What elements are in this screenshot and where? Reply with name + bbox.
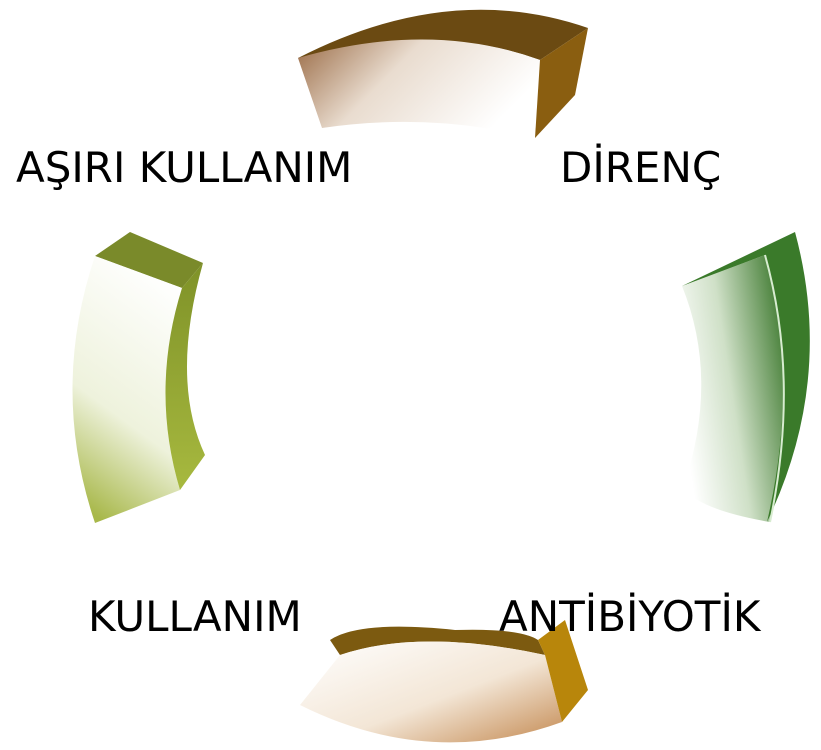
top-arc-front-face xyxy=(298,39,540,138)
bottom-arc-front-face xyxy=(300,642,562,743)
top-arc-segment xyxy=(298,10,588,138)
right-arc-front-face xyxy=(682,255,784,522)
label-asiri-kullanim: AŞIRI KULLANIM xyxy=(16,147,352,189)
right-arc-segment xyxy=(682,232,810,522)
label-antibiyotik: ANTİBİYOTİK xyxy=(499,596,760,638)
left-arc-segment xyxy=(73,232,206,523)
label-kullanim: KULLANIM xyxy=(88,596,302,638)
label-direnc: DİRENÇ xyxy=(560,147,721,189)
